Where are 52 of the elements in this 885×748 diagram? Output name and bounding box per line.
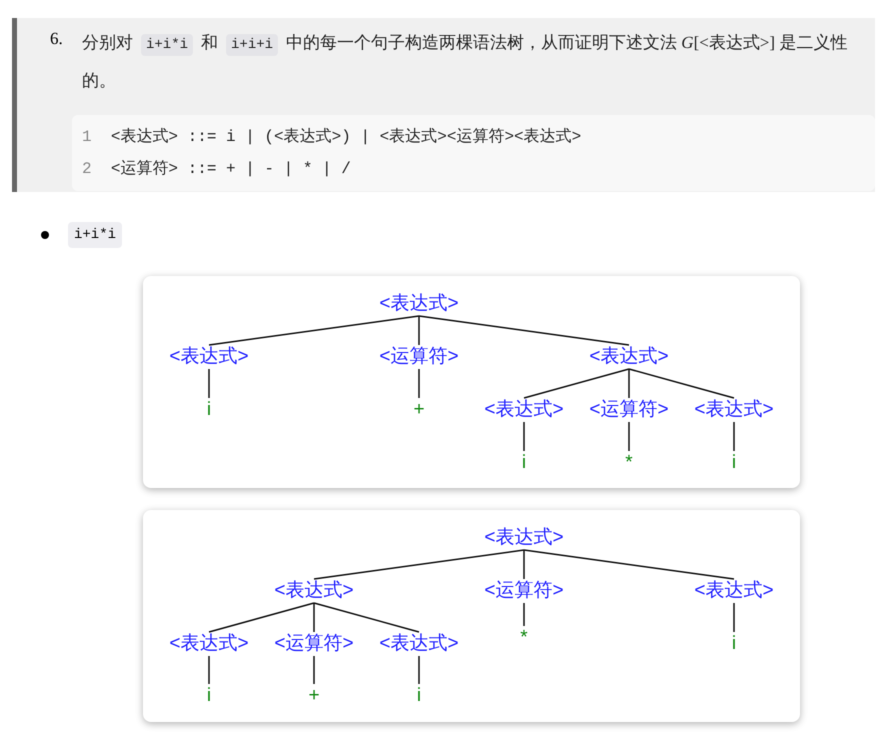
tree-branch: [628, 368, 734, 399]
tree-branch: [208, 602, 314, 633]
tree-branch: [418, 656, 420, 684]
tree-branch: [628, 369, 630, 398]
tree-branch: [523, 422, 525, 451]
tree-branch: [523, 550, 525, 579]
nonterminal-label: <表达式>: [169, 346, 249, 368]
tree-branch: [208, 315, 420, 346]
nonterminal-label: <表达式>: [484, 527, 564, 549]
tree-branch: [733, 603, 735, 632]
inline-code: i+i*i: [68, 222, 122, 248]
question-text: 分别对 i+i*i 和 i+i+i 中的每一个句子构造两棵语法树，从而证明下述文法 G[<表达式>] 是二义性的。: [82, 32, 848, 92]
nonterminal-label: <运算符>: [379, 346, 459, 368]
terminal-symbol: +: [308, 685, 320, 707]
terminal-symbol: i: [206, 399, 212, 421]
nonterminal-label: <运算符>: [274, 633, 354, 655]
nonterminal-label: <表达式>: [694, 580, 774, 602]
tree-branch: [733, 422, 735, 451]
tree-branch: [313, 603, 315, 632]
tree-branch: [524, 368, 630, 399]
tree-branch: [628, 422, 630, 451]
nonterminal-label: <运算符>: [589, 399, 669, 421]
terminal-symbol: i: [732, 633, 736, 655]
tree-branch: [314, 602, 420, 633]
tree-branch: [418, 369, 420, 398]
tree-branch: [314, 549, 524, 580]
tree-card: [143, 510, 800, 722]
terminal-symbol: +: [413, 399, 425, 421]
nonterminal-label: <表达式>: [169, 633, 249, 655]
nonterminal-label: <表达式>: [379, 293, 459, 315]
terminal-symbol: i: [206, 685, 212, 707]
terminal-symbol: i: [416, 685, 422, 707]
tree-branch: [418, 315, 630, 346]
nonterminal-label: <表达式>: [694, 399, 774, 421]
tree-branch: [208, 656, 210, 684]
tree-branch: [418, 316, 420, 345]
nonterminal-label: <表达式>: [484, 399, 564, 421]
tree-branch: [524, 549, 734, 580]
question-number: 6.: [50, 28, 63, 50]
terminal-symbol: i: [522, 452, 526, 474]
nonterminal-label: <运算符>: [484, 580, 564, 602]
nonterminal-label: <表达式>: [379, 633, 459, 655]
nonterminal-label: <表达式>: [274, 580, 354, 602]
nonterminal-label: <表达式>: [589, 346, 669, 368]
tree-branch: [208, 369, 210, 398]
terminal-symbol: i: [732, 452, 736, 474]
code-block: 1 <表达式> ::= i | (<表达式>) | <表达式><运算符><表达式> 2 <运算符> ::= + | - | * | /: [72, 115, 875, 191]
terminal-symbol: *: [625, 452, 633, 474]
tree-card: [143, 276, 800, 488]
terminal-symbol: *: [520, 627, 528, 649]
tree-branch: [313, 656, 315, 684]
tree-branch: [523, 603, 525, 626]
